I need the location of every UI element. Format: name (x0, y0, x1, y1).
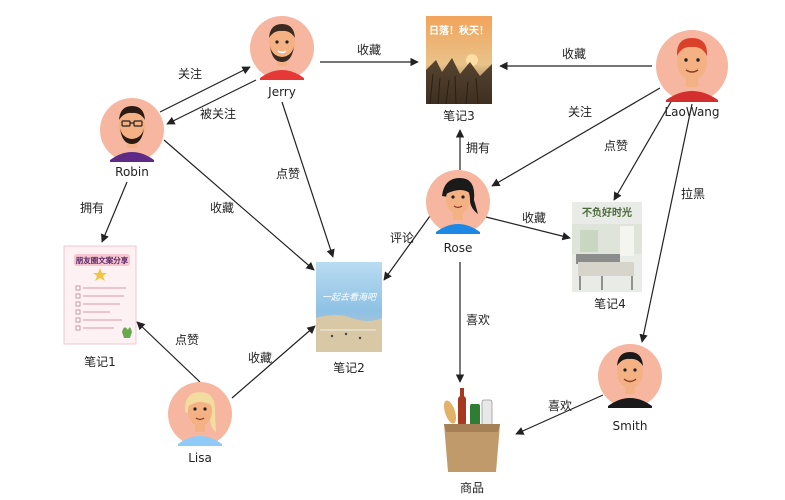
person-laowang[interactable]: LaoWang (656, 30, 728, 119)
product-name: 商品 (460, 480, 484, 495)
smith-avatar (608, 352, 652, 408)
lisa-name: Lisa (188, 451, 212, 465)
note-1[interactable]: 朋友圈文案分享 笔记1 (63, 245, 137, 369)
person-rose[interactable]: Rose (426, 170, 490, 255)
edge-label-rose-note3: 拥有 (466, 141, 490, 155)
edge-label-rose-note4: 收藏 (522, 211, 546, 225)
grocery-bag-icon (443, 388, 500, 472)
edge-label-robin-jerry: 关注 (178, 66, 202, 81)
robin-name: Robin (115, 165, 149, 179)
robin-avatar (110, 106, 154, 162)
note-3[interactable]: 日落！秋天！ 笔记3 (426, 16, 492, 123)
edge-rose-note2 (383, 215, 431, 281)
edge-jerry-note2 (281, 101, 335, 258)
laowang-name: LaoWang (664, 105, 719, 119)
edge-label-laowang-note3: 收藏 (562, 47, 586, 61)
edge-smith-product (515, 394, 604, 435)
edge-label-jerry-note3: 收藏 (357, 43, 381, 57)
edge-robin-jerry (159, 66, 251, 113)
jerry-name: Jerry (267, 85, 296, 99)
edge-laowang-smith (639, 103, 693, 343)
edge-label-rose-note2: 评论 (390, 231, 414, 245)
note1-name: 笔记1 (84, 354, 116, 369)
edge-label-jerry-robin: 被关注 (200, 106, 236, 121)
person-robin[interactable]: Robin (100, 98, 164, 179)
edge-label-rose-product: 喜欢 (466, 312, 490, 327)
note4-name: 笔记4 (594, 296, 626, 311)
edge-label-laowang-rose: 关注 (568, 104, 592, 119)
product-bag[interactable]: 商品 (442, 388, 500, 495)
smith-name: Smith (613, 419, 648, 433)
note-2[interactable]: 一起去看海吧 笔记2 (316, 262, 382, 375)
person-lisa[interactable]: Lisa (168, 382, 232, 465)
rose-avatar (436, 178, 480, 234)
edge-label-robin-note2: 收藏 (210, 201, 234, 215)
note3-name: 笔记3 (443, 108, 475, 123)
note1-cover-title: 朋友圈文案分享 (75, 255, 129, 265)
edge-label-smith-product: 喜欢 (548, 398, 572, 413)
laowang-avatar (666, 38, 718, 102)
note4-cover-title: 不负好时光 (582, 206, 632, 219)
edge-laowang-rose (491, 87, 661, 187)
edge-laowang-note4 (613, 99, 673, 201)
note3-cover-title: 日落！秋天！ (429, 24, 489, 37)
jerry-avatar (260, 24, 304, 80)
lisa-avatar (178, 392, 222, 446)
note2-cover-title: 一起去看海吧 (322, 292, 378, 303)
edge-robin-note1 (101, 181, 128, 243)
edge-lisa-note2 (231, 325, 316, 399)
edge-label-robin-note1: 拥有 (80, 201, 104, 215)
note2-name: 笔记2 (333, 360, 365, 375)
edge-label-laowang-smith: 拉黑 (681, 186, 705, 201)
edge-label-laowang-note4: 点赞 (604, 139, 628, 153)
edges: 收藏 收藏 关注 被关注 关注 拥有 点赞 拉黑 点赞 收藏 拥有 评论 (80, 43, 705, 435)
edge-rose-note4 (485, 216, 571, 241)
edge-label-lisa-note2: 收藏 (248, 351, 272, 365)
edge-jerry-robin (166, 79, 257, 125)
edge-label-lisa-note1: 点赞 (175, 333, 199, 347)
note-4[interactable]: 不负好时光 笔记4 (572, 202, 642, 311)
edge-label-jerry-note2: 点赞 (276, 167, 300, 181)
rose-name: Rose (444, 241, 473, 255)
edge-lisa-note1 (136, 321, 201, 383)
person-smith[interactable]: Smith (598, 344, 662, 433)
edge-robin-note2 (163, 139, 315, 271)
person-jerry[interactable]: Jerry (250, 16, 314, 99)
